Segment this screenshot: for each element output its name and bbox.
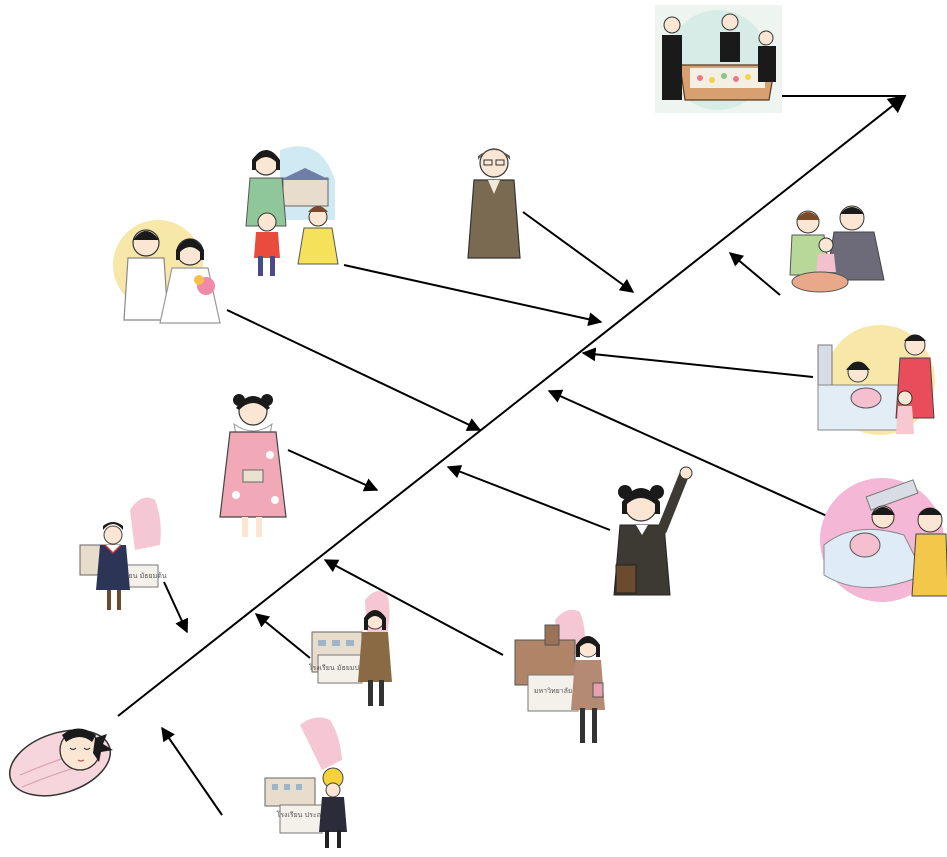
primary-school-sign: โรงเรียน ประถม <box>276 810 325 819</box>
primary-school-illustration: โรงเรียน ประถม <box>264 717 347 848</box>
wedding-illustration <box>113 220 221 324</box>
funeral-illustration <box>655 5 782 113</box>
arrow-raising-children <box>343 264 603 327</box>
arrow-middle-school <box>163 581 189 634</box>
timeline-spine <box>117 94 907 717</box>
arrow-coming-of-age <box>287 449 379 492</box>
middle-school-sign: โรงเรียน มัธยมต้น <box>111 571 166 580</box>
middle-school-illustration: โรงเรียน มัธยมต้น <box>79 497 167 610</box>
raising-children-illustration <box>245 146 339 276</box>
first-child-birth-illustration <box>817 325 935 435</box>
grandchildren-illustration <box>789 205 885 293</box>
arrow-high-school <box>254 613 311 659</box>
arrow-starting-work <box>446 465 611 531</box>
arrow-first-child <box>581 347 814 378</box>
arrow-grandchildren <box>728 252 781 296</box>
arrow-university <box>323 559 504 656</box>
starting-work-illustration <box>613 466 693 596</box>
high-school-illustration: โรงเรียน มัธยมปลาย <box>309 591 392 706</box>
second-child-birth-illustration <box>820 478 947 602</box>
high-school-sign: โรงเรียน มัธยมปลาย <box>309 663 372 672</box>
arrow-primary-school <box>161 726 223 816</box>
arrow-wedding <box>226 309 482 431</box>
arrow-old-age <box>522 211 635 293</box>
newborn-baby-illustration <box>8 728 113 797</box>
coming-of-age-kimono-illustration <box>219 394 287 537</box>
old-age-illustration <box>467 148 521 259</box>
university-illustration: มหาวิทยาลัย <box>514 609 605 743</box>
university-sign: มหาวิทยาลัย <box>534 687 572 695</box>
arrow-second-child <box>547 389 828 517</box>
